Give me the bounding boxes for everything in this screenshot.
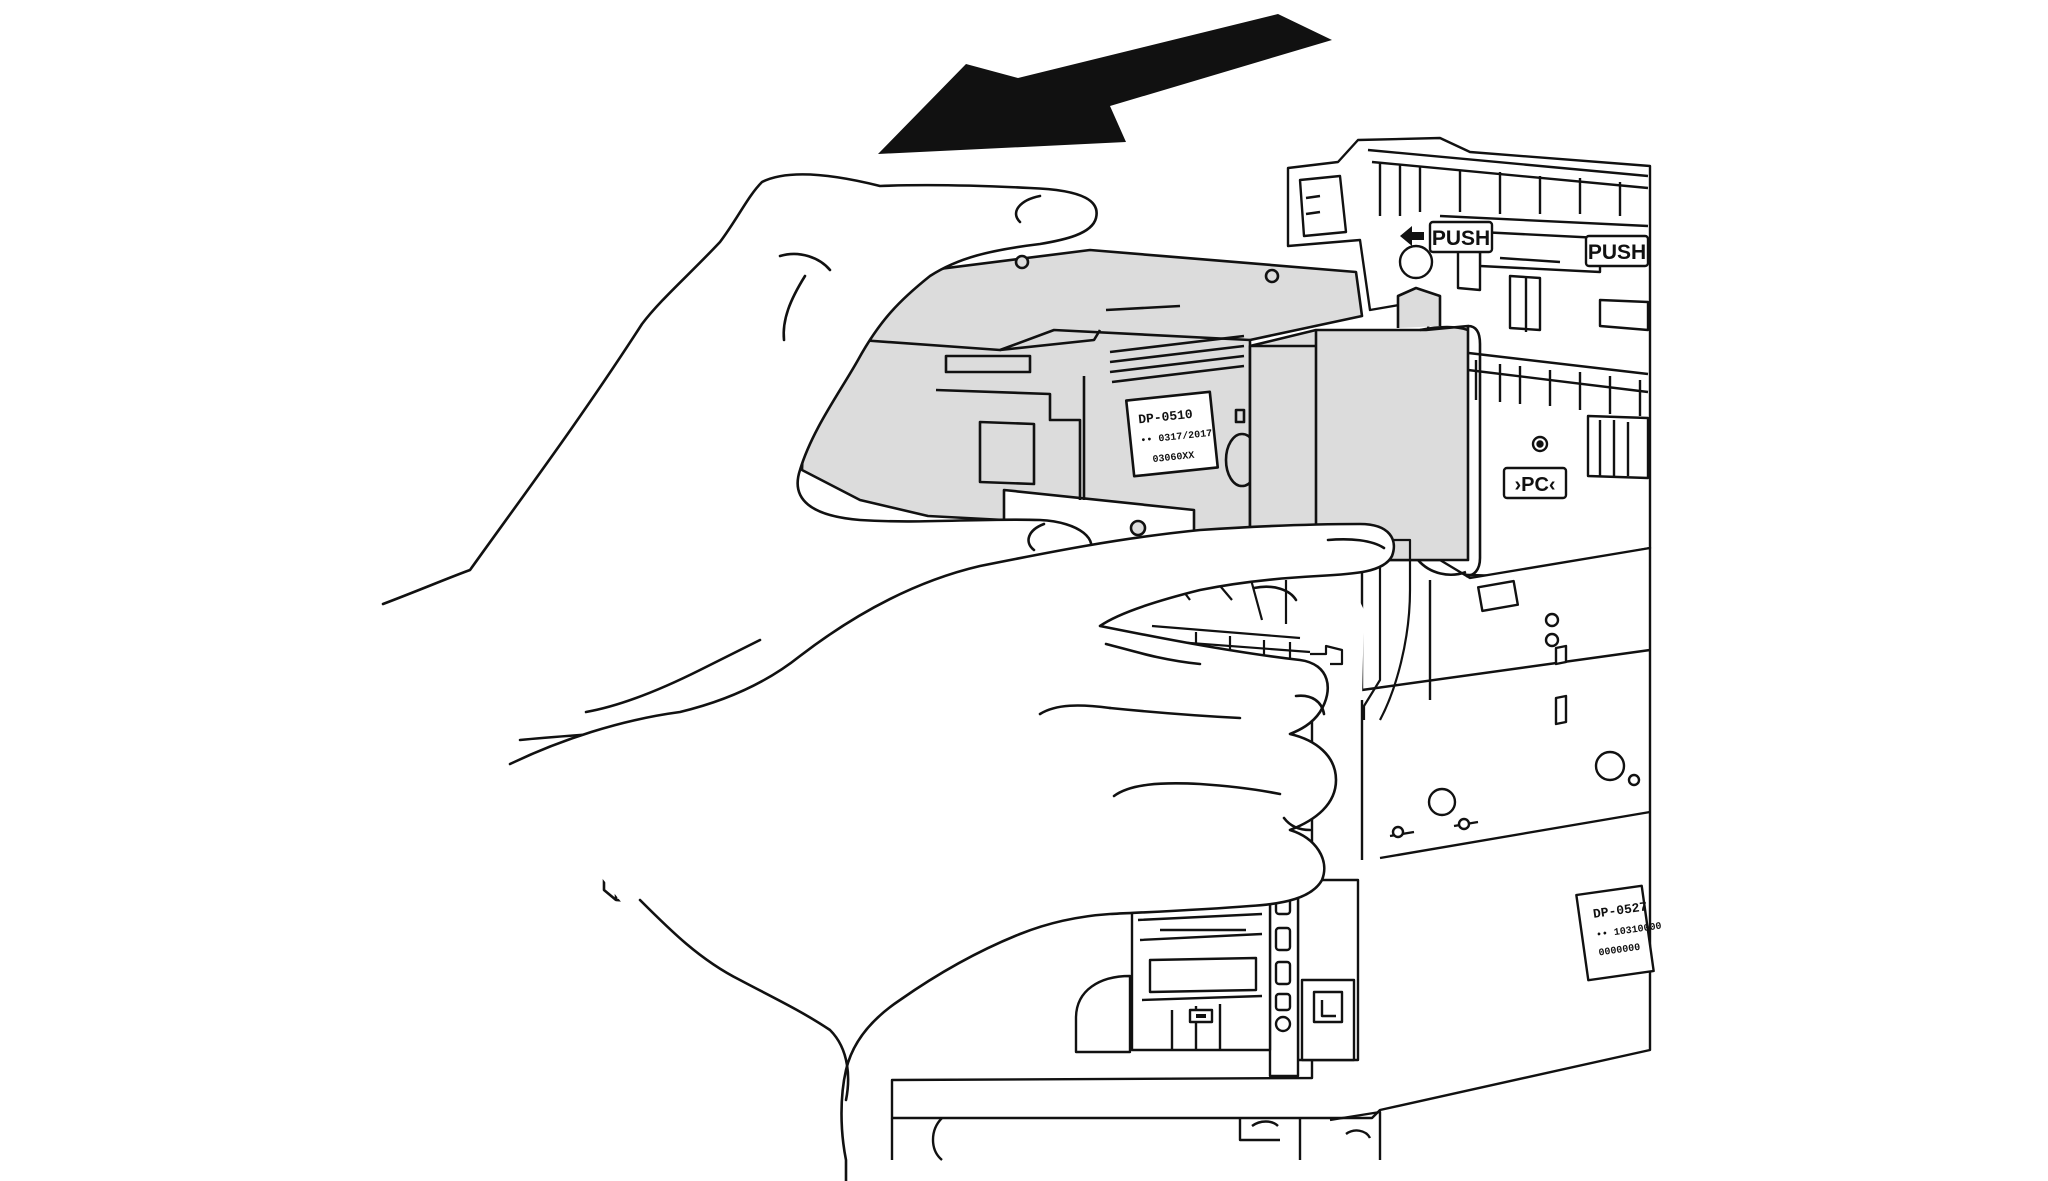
direction-arrow [878, 14, 1332, 154]
cassette-plate-line3: 03060XX [1152, 451, 1195, 466]
lower-hand-outline [508, 522, 1396, 1181]
push-label-right [1584, 234, 1650, 268]
cassette-plate-line1: DP-0510 [1138, 407, 1194, 428]
pc-material-mark-text: ›PC‹ [1514, 474, 1555, 496]
cassette-label-plate [1124, 390, 1220, 478]
arrow-icon [878, 14, 1332, 154]
push-label-left [1428, 220, 1494, 254]
lower-hand [508, 522, 1396, 1181]
printer-serial-plate [1575, 884, 1655, 982]
push-label-left-text: PUSH [1432, 227, 1490, 250]
pc-material-mark [1502, 466, 1568, 500]
printer-mechanism: PUSH PUSH ›PC‹ DP-0527 •• 10310000 00000… [890, 136, 1662, 1161]
push-label-right-text: PUSH [1588, 241, 1646, 264]
